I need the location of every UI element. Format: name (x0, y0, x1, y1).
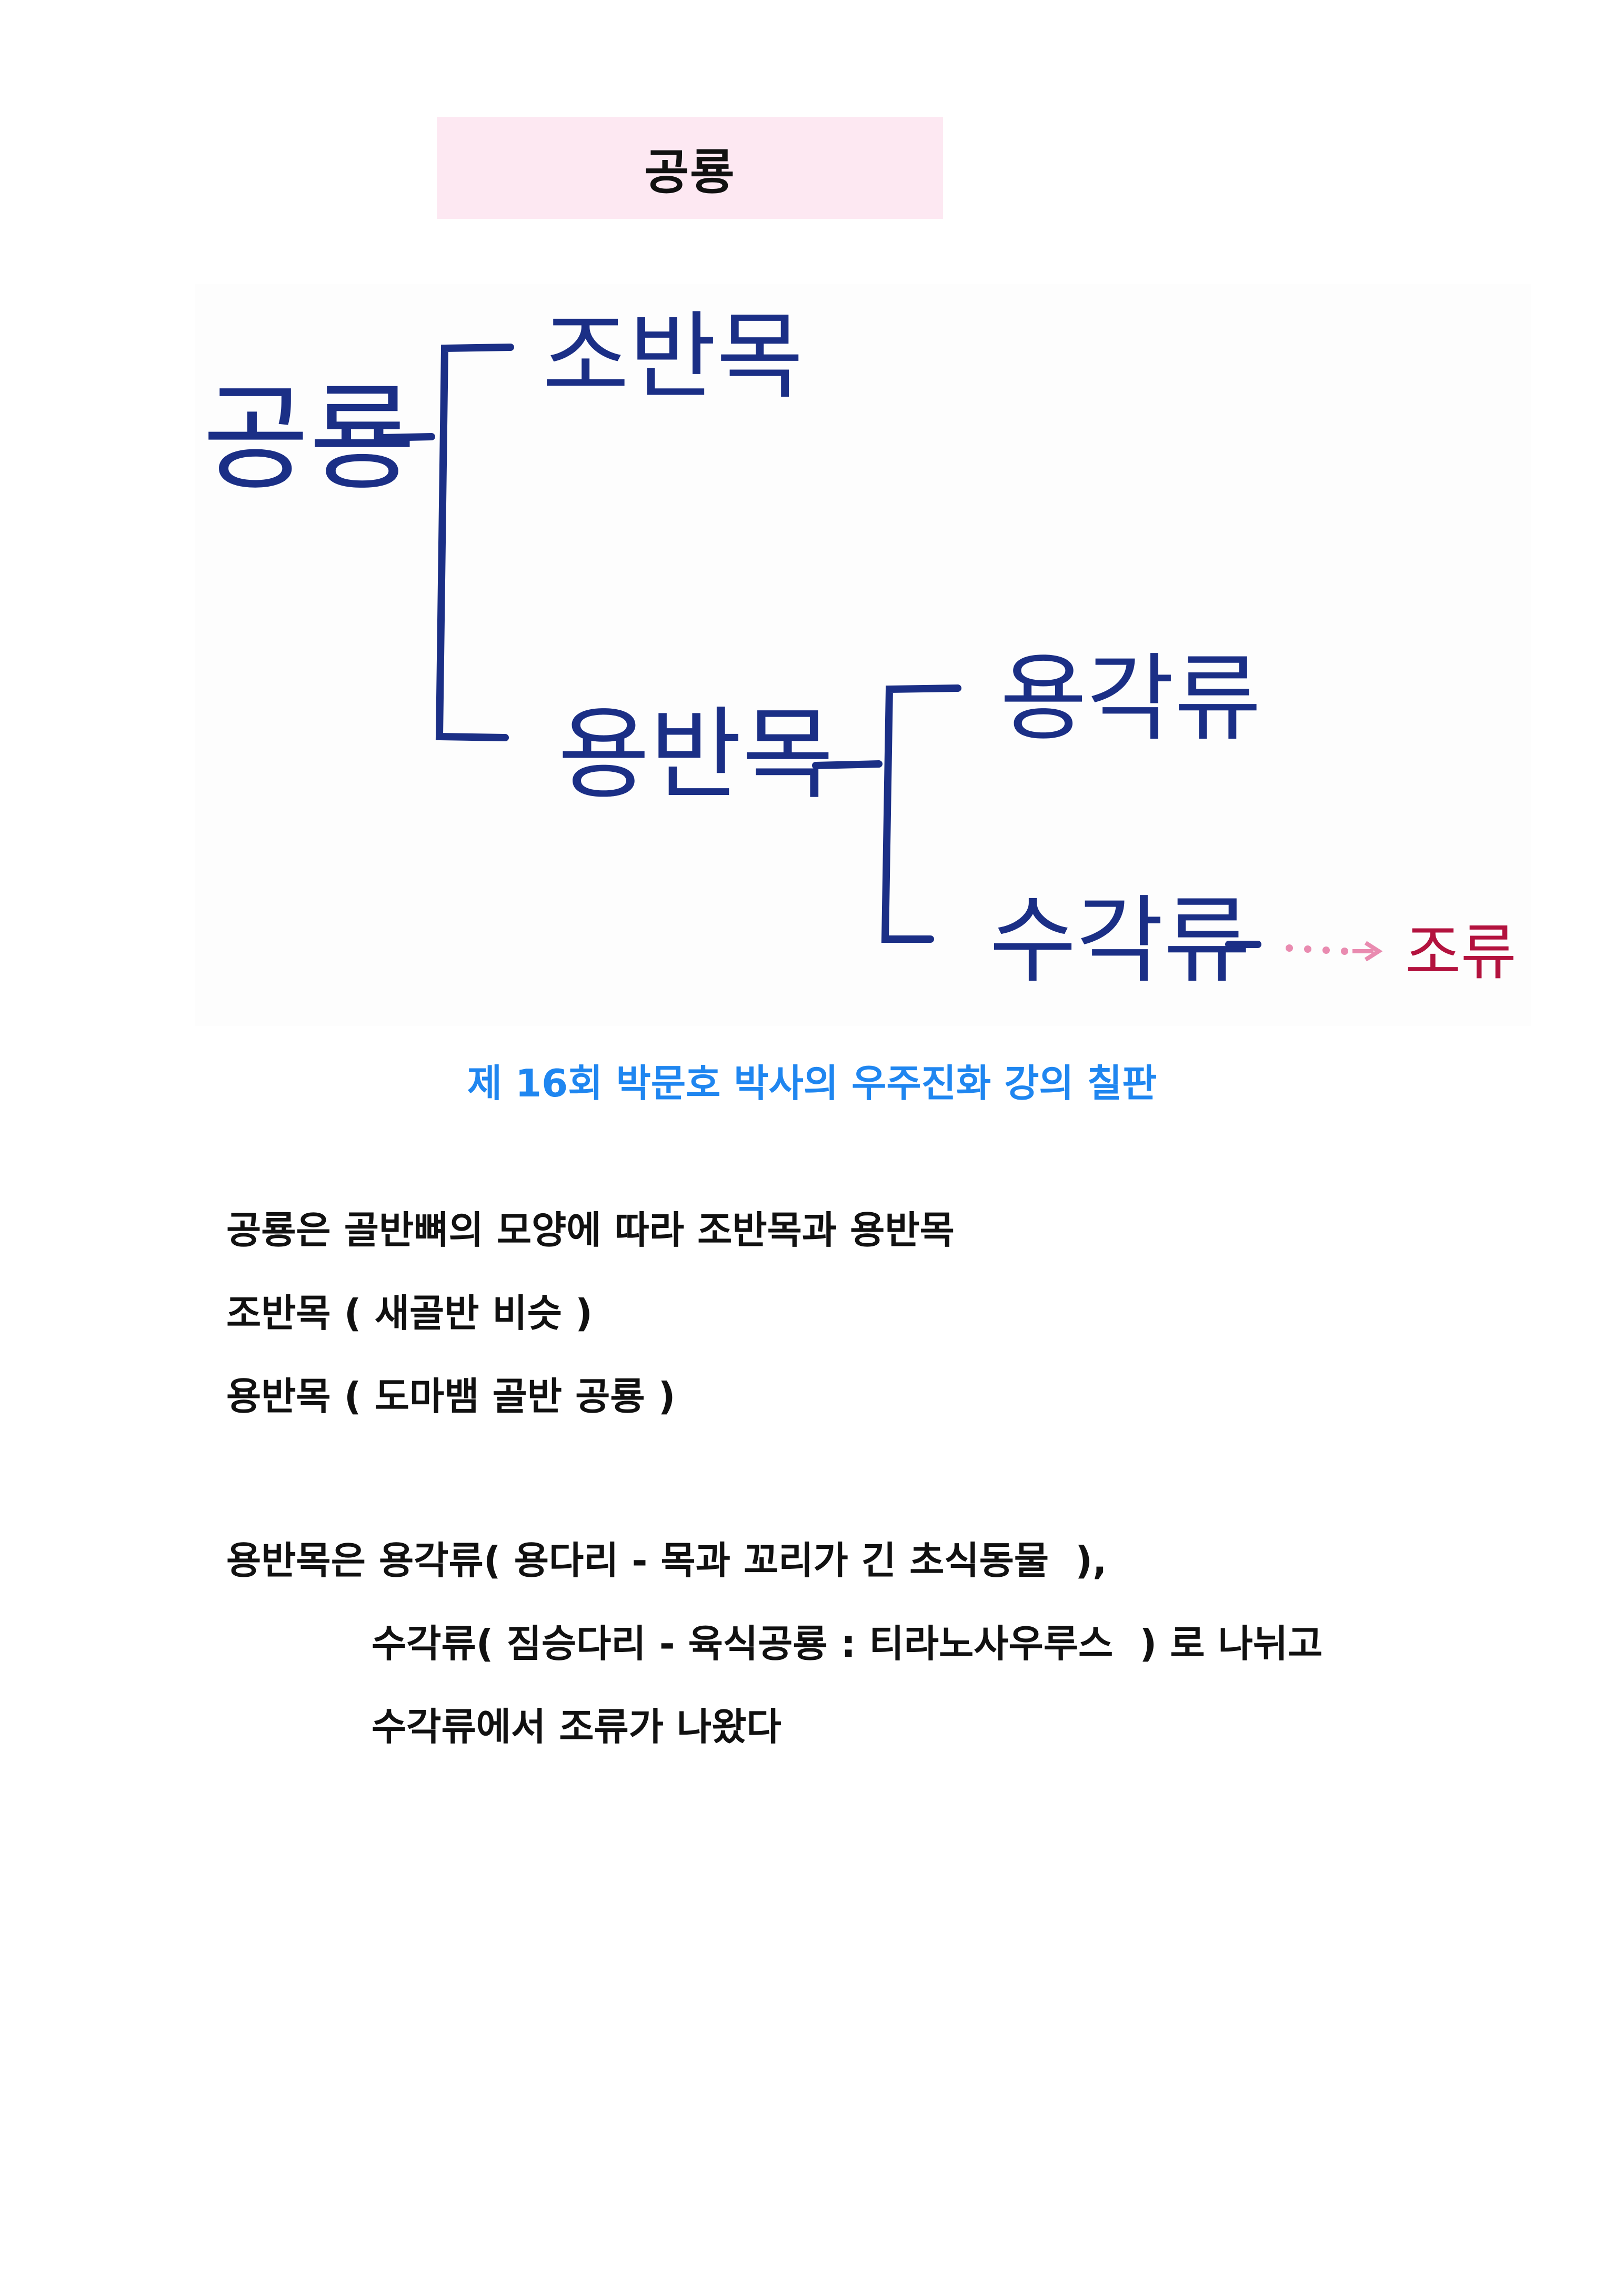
page-title: 공룡 (644, 144, 736, 200)
diagram-saurischia-label: 용반목 (558, 697, 834, 813)
paragraph1-line2: 조반목 ( 새골반 비슷 ) (226, 1291, 593, 1335)
diagram-birds-label: 조류 (1405, 918, 1517, 988)
paragraph2-line3: 수각류에서 조류가 나왔다 (372, 1705, 781, 1749)
diagram-sauropod-label: 용각류 (1000, 644, 1261, 754)
arrow-to-birds (1286, 941, 1383, 962)
blackboard-photo: 공룡 조반목 용반목 용각류 수각류 조류 (195, 284, 1531, 1026)
saurischia-connector-line (812, 760, 883, 769)
paragraph2-line1: 용반목은 용각류( 용다리 - 목과 꼬리가 긴 초식동물 ), (226, 1538, 1107, 1583)
root-connector-line (378, 433, 435, 441)
paragraph2-line2: 수각류( 짐승다리 - 육식공룡 : 티라노사우루스 ) 로 나뉘고 (372, 1622, 1323, 1666)
main-bracket-line (435, 344, 514, 741)
title-banner: 공룡 (437, 117, 943, 219)
diagram-root-label: 공룡 (203, 371, 416, 506)
paragraph1-line1: 공룡은 골반뼈의 모양에 따라 조반목과 용반목 (226, 1208, 955, 1252)
paragraph1-line3: 용반목 ( 도마뱀 골반 공룡 ) (226, 1374, 676, 1418)
dinosaur-classification-diagram: 공룡 조반목 용반목 용각류 수각류 조류 (203, 302, 1517, 996)
photo-caption: 제 16회 박문호 박사의 우주진화 강의 칠판 (467, 1061, 1157, 1105)
diagram-theropod-label: 수각류 (989, 886, 1251, 996)
diagram-ornithischia-label: 조반목 (542, 302, 804, 412)
sub-bracket-line (881, 684, 961, 943)
